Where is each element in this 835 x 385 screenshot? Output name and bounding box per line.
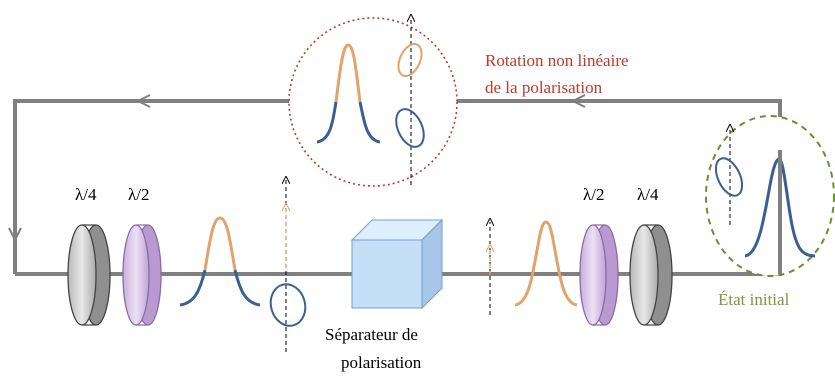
nonlinear-label-line2: de la polarisation [485, 78, 603, 97]
nonlinear-label-line1: Rotation non linéaire [485, 51, 629, 70]
nonlinear-blue-ellipse [395, 108, 425, 148]
quarter-wave-plate-right [629, 224, 673, 326]
initial-polarization-ellipse [714, 157, 744, 197]
nonlinear-pulse-orange-peak [334, 43, 362, 103]
quarter-wave-label-left: λ/4 [75, 185, 97, 204]
nonlinear-pulse-blue-right [358, 101, 381, 144]
splitter-label-line1: Séparateur de [325, 325, 418, 344]
initial-state-region [705, 115, 835, 277]
left-pulse [179, 216, 261, 307]
nonlinear-orange-ellipse [397, 43, 423, 77]
left-polarization-indicator [269, 180, 307, 352]
right-orange-pulse [514, 220, 578, 307]
splitter-label-line2: polarisation [341, 353, 422, 372]
quarter-wave-label-right: λ/4 [637, 185, 659, 204]
polarization-splitter-cube [350, 218, 444, 310]
nonlinear-rotation-region [288, 18, 458, 187]
left-polarization-circle [269, 283, 307, 327]
half-wave-label-left: λ/2 [128, 185, 149, 204]
half-wave-label-right: λ/2 [583, 185, 604, 204]
half-wave-plate-right [579, 224, 619, 326]
nonlinear-pulse-blue-left [316, 101, 338, 144]
quarter-wave-plate-left [67, 224, 111, 326]
half-wave-plate-left [122, 224, 162, 326]
initial-state-label: État initial [718, 290, 790, 309]
